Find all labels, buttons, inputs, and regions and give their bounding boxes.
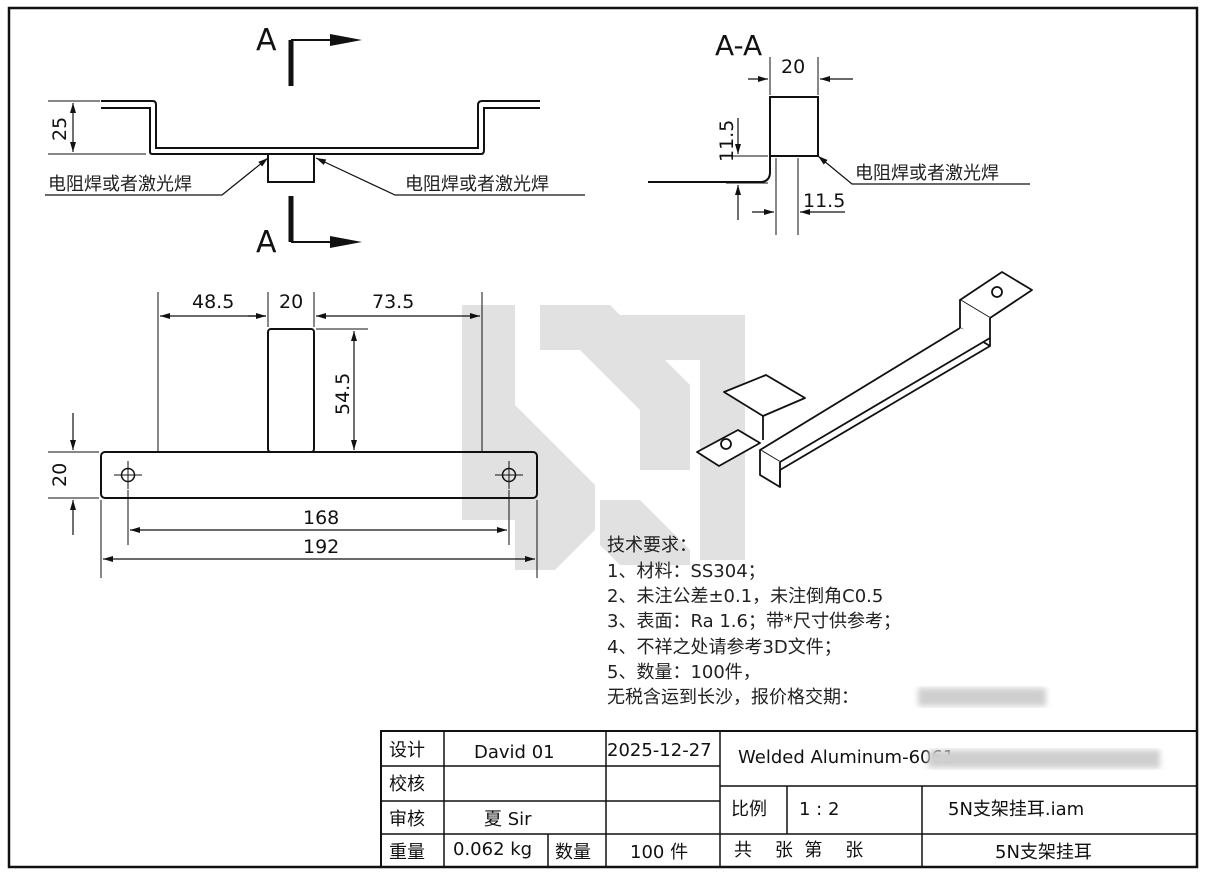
check-label: 校核 xyxy=(389,774,425,795)
cut-label-top: A xyxy=(256,23,277,58)
dim-bar-20: 20 xyxy=(49,463,71,487)
weld-note-left: 电阻焊或者激光焊 xyxy=(48,174,192,195)
tech-note-6: 无税含运到长沙，报价格交期： xyxy=(607,687,859,708)
front-profile-view xyxy=(45,39,585,243)
section-aa-view xyxy=(648,57,1030,235)
design-date: 2025-12-27 xyxy=(607,740,712,761)
scale-label: 比例 xyxy=(731,799,767,820)
dim-aa-bottom: 11.5 xyxy=(803,190,845,212)
drawing-border xyxy=(7,6,1199,869)
review-label: 审核 xyxy=(389,809,425,830)
part-name: 5N支架挂耳 xyxy=(995,842,1092,863)
weld-note-right: 电阻焊或者激光焊 xyxy=(405,174,549,195)
tech-note-1: 1、材料：SS304； xyxy=(607,561,766,582)
dim-overall-192: 192 xyxy=(303,536,339,558)
weight-label: 重量 xyxy=(389,842,425,863)
tech-note-3: 3、表面：Ra 1.6；带*尺寸供参考； xyxy=(607,611,901,632)
section-arrow-top xyxy=(330,34,362,46)
sheet-count: 共 张 第 张 xyxy=(734,840,863,861)
review-value: 夏 Sir xyxy=(484,809,532,830)
isometric-view xyxy=(696,271,1033,488)
dim-left-48-5: 48.5 xyxy=(192,291,234,313)
section-arrow-bottom xyxy=(330,236,362,248)
qty-label: 数量 xyxy=(555,842,591,863)
tech-note-2: 2、未注公差±0.1，未注倒角C0.5 xyxy=(607,586,883,607)
weight-value: 0.062 kg xyxy=(453,839,532,860)
dim-height-25: 25 xyxy=(49,117,71,141)
title-block xyxy=(380,730,1198,868)
design-label: 设计 xyxy=(389,740,425,761)
scale-value: 1 : 2 xyxy=(799,799,839,820)
dim-aa-height: 11.5 xyxy=(716,120,738,162)
section-aa-title: A-A xyxy=(715,29,762,62)
redacted-quote xyxy=(918,688,1046,706)
dim-mid-20: 20 xyxy=(279,291,303,313)
cut-label-bottom: A xyxy=(256,225,277,260)
plan-view xyxy=(48,292,538,578)
file-name: 5N支架挂耳.iam xyxy=(948,799,1084,820)
tech-notes-heading: 技术要求： xyxy=(607,535,697,556)
tech-note-4: 4、不祥之处请参考3D文件； xyxy=(607,637,842,658)
weld-note-aa: 电阻焊或者激光焊 xyxy=(855,163,999,184)
dim-right-73-5: 73.5 xyxy=(372,291,414,313)
qty-value: 100 件 xyxy=(630,842,688,863)
tech-note-5: 5、数量：100件， xyxy=(607,662,761,683)
dim-hole-span-168: 168 xyxy=(303,507,339,529)
material-value: Welded Aluminum-6061 xyxy=(738,747,954,768)
watermark-logo xyxy=(462,305,745,570)
redacted-material xyxy=(928,750,1160,768)
technical-requirements: 技术要求： 1、材料：SS304； 2、未注公差±0.1，未注倒角C0.5 3、… xyxy=(607,535,1046,708)
dim-aa-width: 20 xyxy=(781,56,805,78)
design-value: David 01 xyxy=(474,742,555,763)
dim-tab-54-5: 54.5 xyxy=(332,373,354,415)
